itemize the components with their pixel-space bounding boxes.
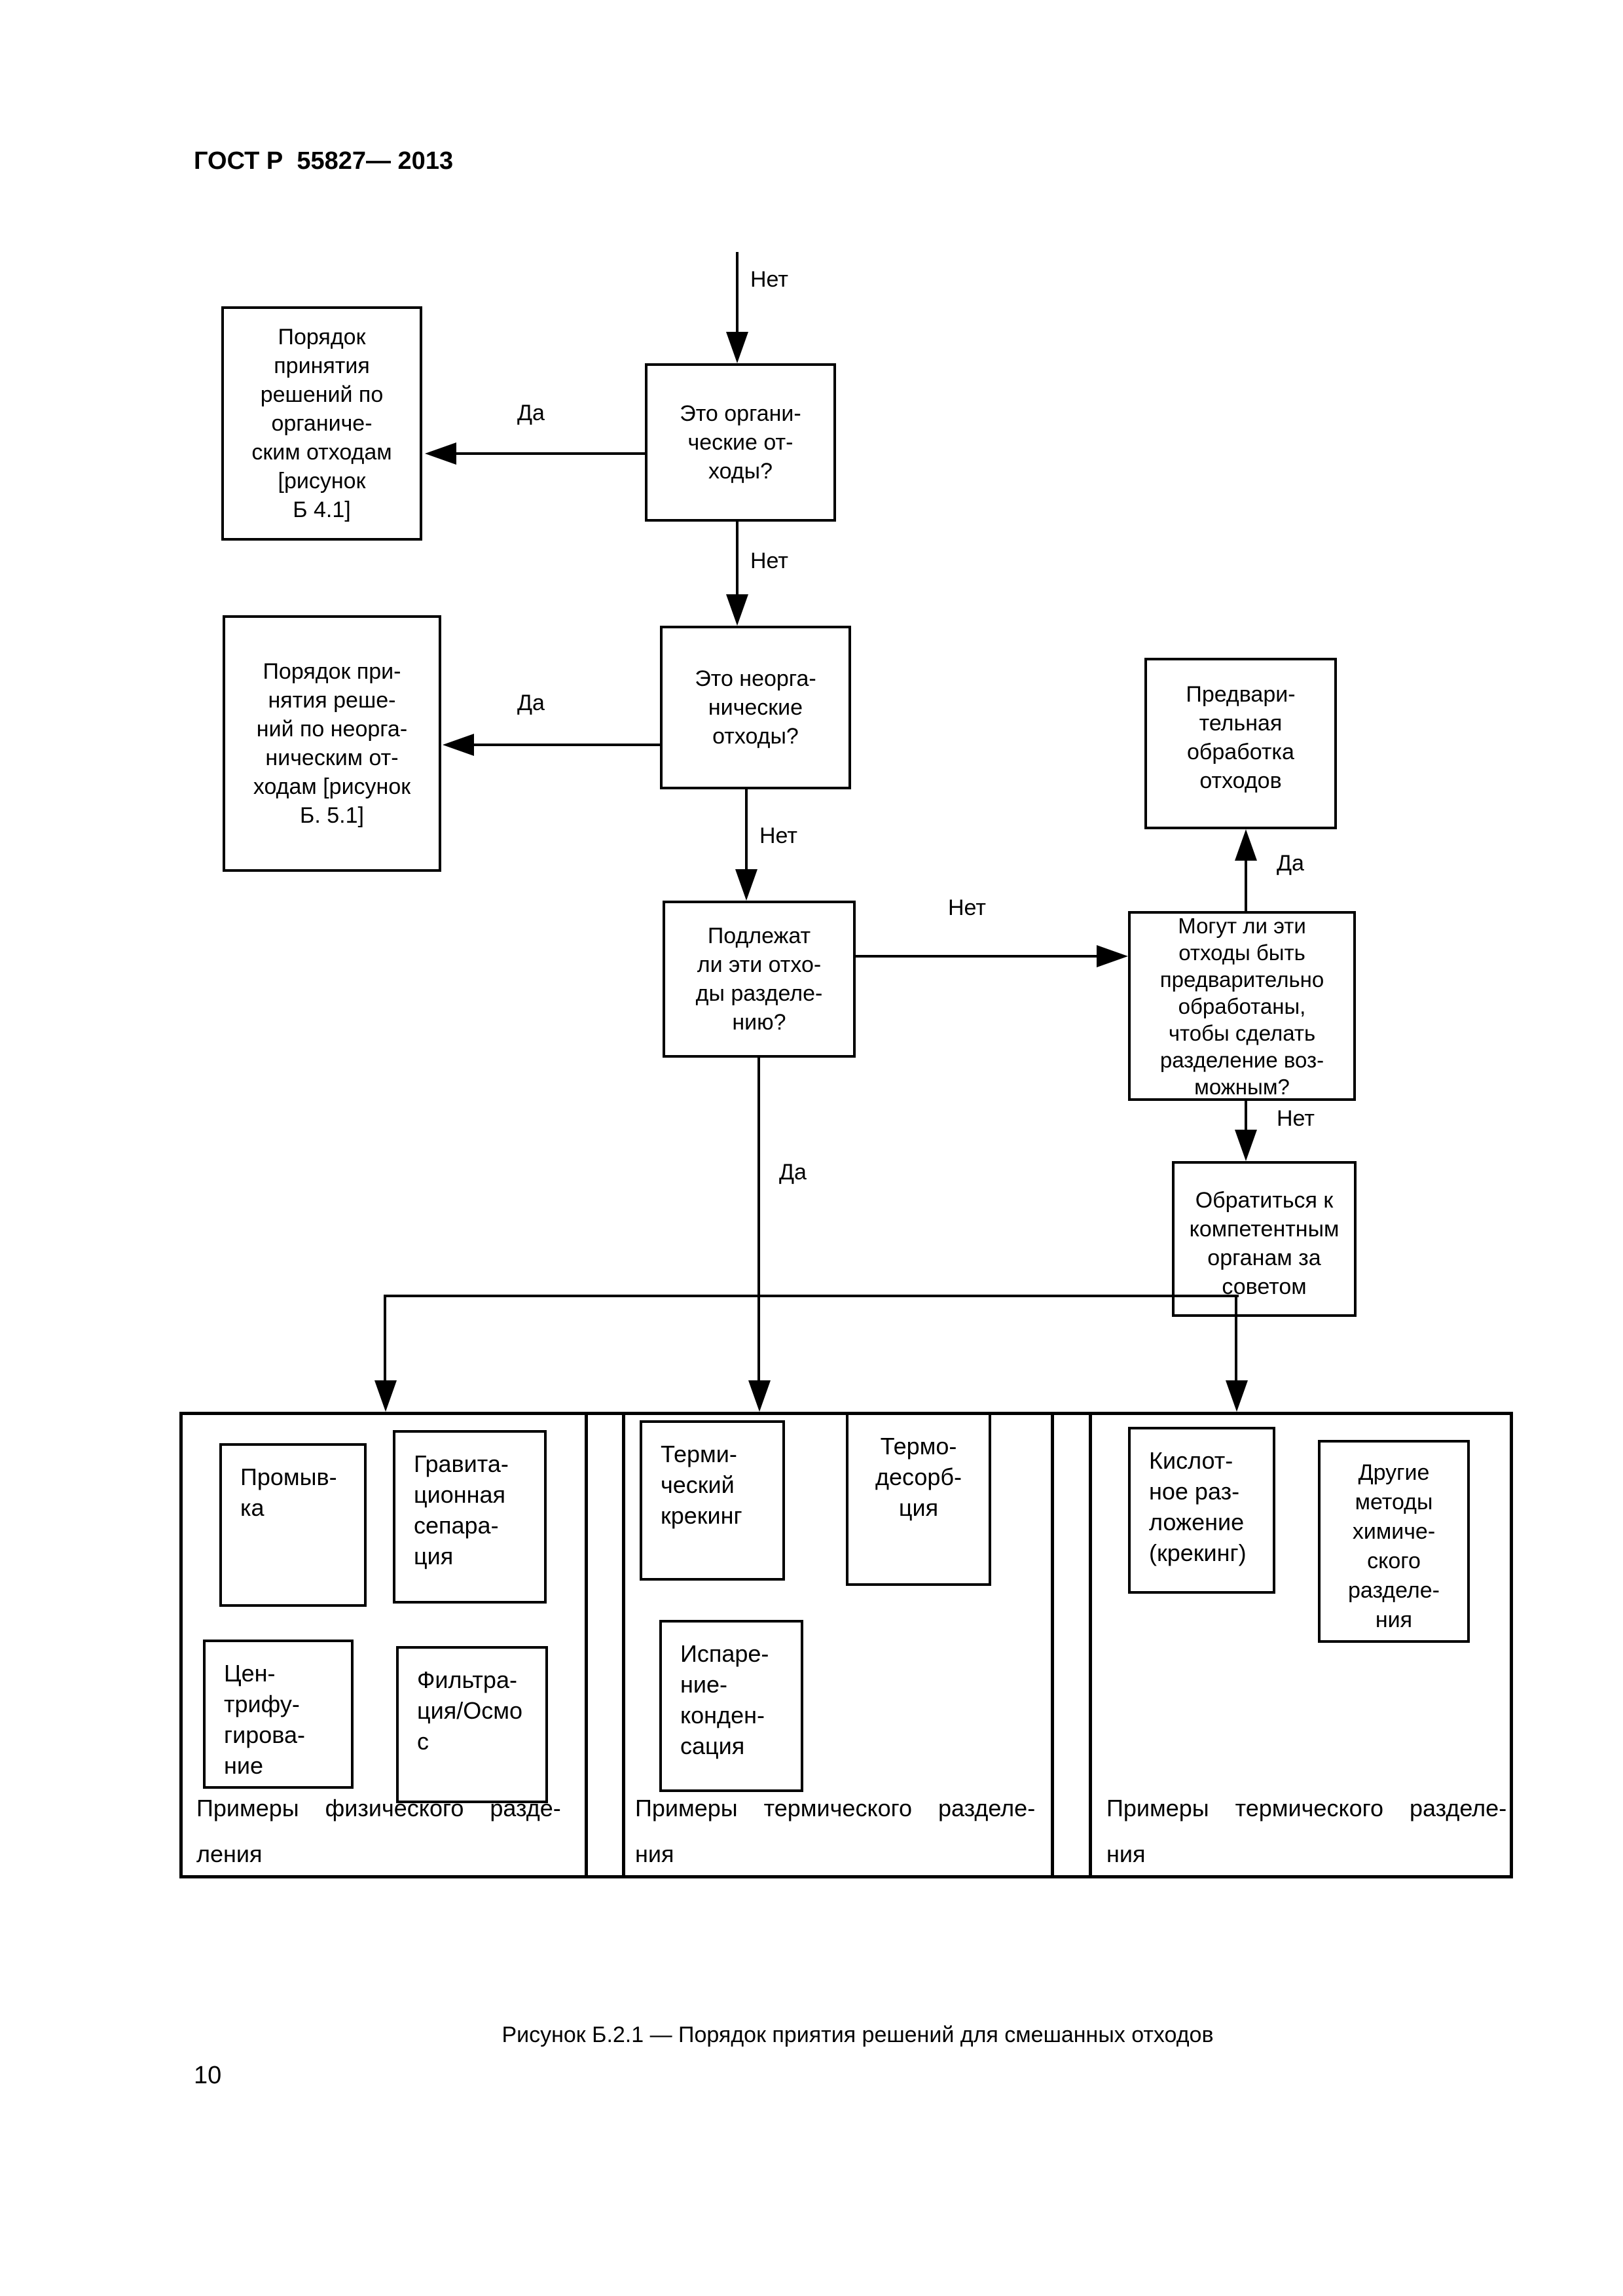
arrow-left-icon <box>443 734 474 756</box>
page-number: 10 <box>194 2062 222 2089</box>
connector-pretreat-yes-line <box>1245 861 1247 911</box>
edge-label-yes: Да <box>1277 851 1304 876</box>
node-separation-question: Подлежат ли эти отхо- ды разделе- нию? <box>663 901 856 1058</box>
arrow-down-icon <box>735 869 757 901</box>
edge-label-no: Нет <box>948 895 986 920</box>
edge-label-yes: Да <box>517 401 545 425</box>
arrow-down-icon <box>374 1380 397 1412</box>
arrow-down-icon <box>748 1380 771 1412</box>
connector-separation-no-line <box>854 955 1099 958</box>
group-label-chemical: Примеры термического разделе- ния <box>1106 1795 1507 1867</box>
node-organic-question: Это органи- ческие от- ходы? <box>645 363 836 522</box>
node-inorganic-question: Это неорга- нические отходы? <box>660 626 851 789</box>
arrow-down-icon <box>726 332 748 363</box>
node-consult-authorities: Обратиться к компетентным органам за сов… <box>1172 1161 1357 1317</box>
divider-line <box>1089 1412 1092 1878</box>
connector-split-line <box>384 1295 1239 1297</box>
connector-entry-line <box>736 252 739 334</box>
method-other-chemical: Другие методы химиче- ского разделе- ния <box>1318 1440 1470 1643</box>
connector-branch-2-line <box>757 1297 760 1382</box>
connector-inorganic-yes-line <box>473 744 660 746</box>
node-pretreat-question: Могут ли эти отходы быть предварительно … <box>1128 911 1356 1101</box>
method-thermal-desorption: Термо- десорб- ция <box>846 1412 991 1586</box>
arrow-down-icon <box>1235 1130 1257 1161</box>
method-thermal-cracking: Терми- ческий крекинг <box>640 1420 785 1581</box>
method-acid-decomposition: Кислот- ное раз- ложение (крекинг) <box>1128 1427 1275 1594</box>
edge-label-no: Нет <box>750 548 788 573</box>
edge-label-no: Нет <box>750 267 788 292</box>
connector-pretreat-no-line <box>1245 1101 1247 1131</box>
figure-caption: Рисунок Б.2.1 — Порядок приятия решений … <box>501 2022 1214 2047</box>
method-evaporation-condensation: Испаре- ние- конден- сация <box>659 1620 803 1792</box>
connector-organic-no-line <box>736 520 739 596</box>
group-label-physical: Примеры физического разде- ления <box>196 1795 561 1867</box>
connector-inorganic-no-line <box>745 789 748 872</box>
edge-label-no: Нет <box>759 823 797 848</box>
arrow-down-icon <box>1226 1380 1248 1412</box>
node-organic-procedure: Порядок принятия решений по органиче- ск… <box>221 306 422 541</box>
divider-line <box>1051 1412 1054 1878</box>
divider-line <box>622 1412 625 1878</box>
edge-label-no: Нет <box>1277 1106 1315 1131</box>
edge-label-yes: Да <box>779 1160 807 1185</box>
connector-branch-3-line <box>1235 1295 1237 1382</box>
method-gravity-separation: Гравита- ционная сепара- ция <box>393 1430 547 1604</box>
divider-line <box>585 1412 588 1878</box>
connector-organic-yes-line <box>455 452 645 455</box>
connector-branch-1-line <box>384 1295 386 1382</box>
method-centrifugation: Цен- трифу- гирова- ние <box>203 1640 354 1789</box>
edge-label-yes: Да <box>517 691 545 715</box>
method-washing: Промыв- ка <box>219 1443 367 1607</box>
arrow-left-icon <box>425 442 456 465</box>
page-header: ГОСТ Р 55827— 2013 <box>194 147 454 175</box>
arrow-right-icon <box>1097 945 1128 967</box>
node-inorganic-procedure: Порядок при- нятия реше- ний по неорга- … <box>223 615 441 872</box>
arrow-down-icon <box>726 594 748 626</box>
arrow-up-icon <box>1235 829 1257 861</box>
group-label-thermal: Примеры термического разделе- ния <box>635 1795 1036 1867</box>
connector-separation-yes-line <box>757 1058 760 1297</box>
node-pretreatment: Предвари- тельная обработка отходов <box>1144 658 1337 829</box>
method-filtration-osmosis: Фильтра- ция/Осмо с <box>396 1646 548 1803</box>
